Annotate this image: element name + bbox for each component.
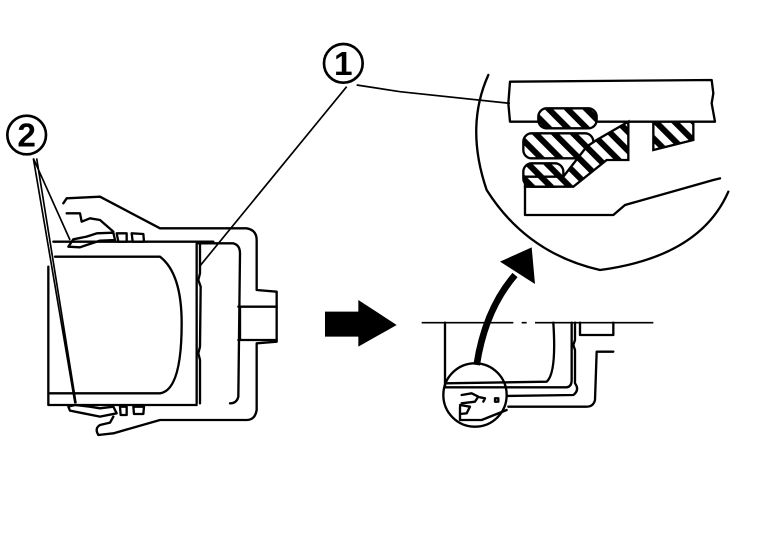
curved-arrow-icon <box>473 272 518 366</box>
detail-view <box>399 73 730 428</box>
backup-ring <box>652 120 695 152</box>
shaft <box>237 305 278 342</box>
detail-circle <box>442 362 508 428</box>
callout-2: 2 <box>5 114 48 156</box>
seal-lip-top <box>537 107 598 130</box>
housing-outline <box>62 195 278 437</box>
callout-2-label: 2 <box>17 118 36 155</box>
leader-line-1-detail-end <box>399 90 511 105</box>
callout-1: 1 <box>322 42 364 84</box>
housing-inner-frame <box>47 265 198 407</box>
arrow-right-icon <box>324 299 397 347</box>
magnified-circle <box>475 73 730 272</box>
callout-1-label: 1 <box>334 46 353 83</box>
leader-line-2 <box>32 157 77 404</box>
seal-body <box>523 119 630 188</box>
leader-line-1-detail <box>356 84 401 93</box>
seal-top <box>67 231 146 249</box>
curved-arrow-head <box>499 247 535 284</box>
housing-bar <box>507 78 717 123</box>
piston-body <box>523 177 722 217</box>
housing-assembly: 1 2 <box>5 42 401 437</box>
housing-bracket <box>197 242 242 405</box>
piston-cup <box>48 255 183 395</box>
leader-line-1 <box>198 86 348 268</box>
seal-bottom <box>67 403 146 418</box>
